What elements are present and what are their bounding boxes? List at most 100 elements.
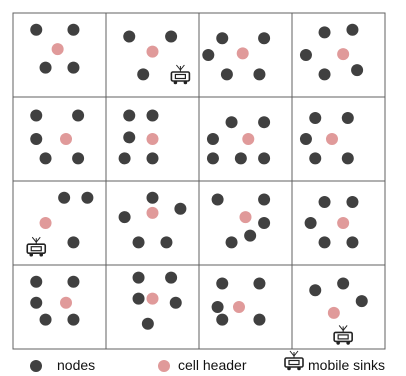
cell-header-node — [327, 306, 340, 319]
sensor-node — [299, 133, 312, 145]
sensor-node — [341, 112, 354, 124]
sensor-node — [258, 116, 271, 129]
legend: nodes cell header mobile sinks — [0, 350, 406, 376]
cell-header-node — [146, 133, 159, 145]
sensor-node — [220, 68, 233, 81]
sensor-node — [137, 68, 150, 81]
sensor-grid-diagram — [12, 12, 386, 350]
grid-cell — [30, 109, 85, 165]
sensor-node — [160, 236, 173, 249]
sensor-node — [253, 277, 266, 290]
sensor-node — [206, 133, 219, 145]
cell-header-node — [337, 48, 350, 61]
sensor-node — [132, 236, 145, 249]
mobile-sink-icon — [333, 325, 353, 345]
legend-node-marker — [30, 360, 42, 372]
sensor-node — [67, 236, 80, 249]
sensor-node — [216, 313, 229, 326]
sensor-node — [123, 131, 136, 144]
sensor-node — [202, 49, 215, 61]
sensor-node — [206, 152, 219, 165]
sensor-node — [67, 61, 80, 74]
sensor-node — [216, 277, 229, 290]
grid-cell — [299, 23, 364, 81]
sensor-node — [123, 30, 136, 43]
sensor-node — [351, 64, 364, 77]
sensor-node — [318, 236, 331, 249]
grid-cell — [30, 23, 80, 74]
sensor-node — [309, 112, 322, 124]
sensor-node — [309, 152, 322, 165]
sensor-node — [67, 313, 80, 326]
sensor-node — [118, 152, 131, 165]
grid-cell — [132, 271, 182, 330]
legend-cell-header-label: cell header — [178, 357, 247, 373]
sensor-node — [258, 217, 271, 229]
sensor-node — [318, 68, 331, 81]
sensor-node — [132, 292, 145, 305]
mobile-sink-icon — [284, 350, 304, 371]
sensor-node — [211, 301, 224, 313]
grid-cell — [118, 191, 187, 249]
sensor-node — [39, 152, 52, 165]
sensor-node — [141, 317, 154, 330]
cell-header-node — [146, 45, 159, 58]
cell-header-node — [146, 206, 159, 219]
sensor-node — [216, 32, 229, 45]
grid-cell — [304, 196, 359, 249]
sensor-node — [258, 193, 271, 206]
grid-cell — [26, 191, 94, 257]
sensor-node — [244, 229, 257, 242]
grid-cell — [206, 116, 271, 165]
sensor-node — [72, 152, 85, 165]
sensor-node — [225, 236, 238, 249]
legend-mobile-sinks-label: mobile sinks — [308, 357, 386, 373]
cell-header-node — [146, 292, 159, 305]
sensor-node — [258, 152, 271, 165]
sensor-node — [30, 296, 43, 309]
cell-header-node — [242, 133, 255, 145]
legend-nodes-label: nodes — [57, 357, 96, 373]
sensor-node — [258, 32, 271, 45]
sensor-node — [123, 109, 136, 122]
grid-cell — [211, 193, 271, 249]
sensor-node — [30, 133, 43, 145]
cell-header-node — [236, 47, 249, 60]
sensor-node — [146, 109, 159, 122]
sensor-node — [346, 196, 359, 208]
sensor-node — [146, 152, 159, 165]
sensor-node — [346, 236, 359, 249]
sensor-node — [337, 277, 350, 290]
sensor-node — [253, 313, 266, 326]
sensor-node — [309, 284, 322, 297]
sensor-node — [81, 191, 94, 204]
cell-header-node — [232, 301, 245, 313]
grid-cell — [299, 112, 354, 165]
sensor-node — [67, 23, 80, 36]
cell-header-node — [325, 133, 338, 145]
cell-header-node — [337, 217, 350, 229]
sensor-node — [67, 275, 80, 288]
sensor-node — [318, 26, 331, 39]
sensor-node — [30, 109, 43, 122]
cell-header-node — [60, 296, 73, 309]
mobile-sink-icon — [170, 64, 191, 85]
sensor-node — [30, 23, 43, 36]
grid-cell — [30, 275, 80, 326]
sensor-node — [165, 271, 178, 284]
cell-header-node — [51, 43, 64, 56]
sensor-node — [225, 116, 238, 129]
sensor-node — [132, 271, 145, 284]
cell-header-node — [239, 211, 252, 224]
sensor-node — [169, 296, 182, 309]
grid-cell — [202, 32, 271, 81]
sensor-node — [304, 217, 317, 229]
grid-cell — [123, 30, 191, 85]
grid-cell — [309, 277, 368, 345]
mobile-sink-icon — [26, 236, 47, 257]
cell-header-node — [60, 133, 73, 145]
sensor-node — [211, 193, 224, 206]
grid-cell — [118, 109, 159, 165]
sensor-node — [253, 68, 266, 81]
sensor-node — [234, 152, 247, 165]
